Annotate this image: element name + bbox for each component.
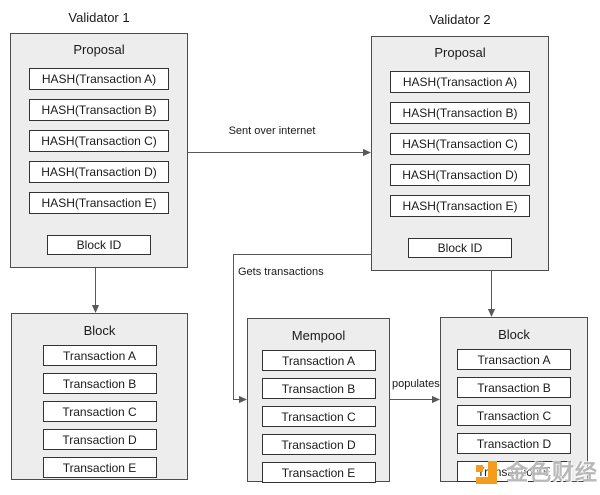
transaction-item: Transaction E: [42, 457, 157, 478]
transaction-item: Transaction C: [457, 405, 571, 426]
validator2-proposal-group: Proposal HASH(Transaction A) HASH(Transa…: [371, 36, 549, 271]
hash-list: HASH(Transaction A) HASH(Transaction B) …: [29, 68, 169, 214]
validator2-title: Validator 2: [429, 12, 491, 27]
transaction-item: Transaction A: [261, 350, 376, 371]
validator1-proposal-group: Proposal HASH(Transaction A) HASH(Transa…: [10, 33, 188, 268]
transaction-item: Transaction D: [261, 434, 376, 455]
transaction-list: Transaction A Transaction B Transaction …: [261, 350, 376, 483]
transaction-item: Transaction B: [42, 373, 157, 394]
mempool-group: Mempool Transaction A Transaction B Tran…: [247, 318, 390, 483]
mempool-heading: Mempool: [291, 328, 346, 343]
block-left-group: Block Transaction A Transaction B Transa…: [11, 313, 188, 480]
jinse-logo-icon: [476, 461, 497, 484]
arrowhead-right-icon: [363, 148, 371, 157]
block-id-item: Block ID: [408, 238, 512, 258]
arrowhead-down-icon: [91, 305, 100, 313]
hash-item: HASH(Transaction E): [29, 192, 169, 214]
watermark-text: 金色财经: [506, 460, 599, 485]
hash-item: HASH(Transaction D): [29, 161, 169, 183]
transaction-item: Transaction B: [261, 378, 376, 399]
hash-item: HASH(Transaction C): [29, 130, 169, 152]
block-heading: Block: [83, 323, 116, 338]
hash-item: HASH(Transaction C): [390, 133, 530, 155]
arrowhead-right-icon: [239, 395, 247, 404]
transaction-list: Transaction A Transaction B Transaction …: [457, 349, 571, 482]
validator1-title: Validator 1: [68, 10, 130, 25]
transaction-list: Transaction A Transaction B Transaction …: [42, 345, 157, 478]
arrowhead-down-icon: [487, 309, 496, 317]
hash-item: HASH(Transaction D): [390, 164, 530, 186]
block-id-item: Block ID: [47, 235, 151, 255]
block-right-group: Block Transaction A Transaction B Transa…: [440, 317, 588, 482]
hash-item: HASH(Transaction A): [390, 71, 530, 93]
transaction-item: Transaction D: [457, 433, 571, 454]
watermark: 金色财经: [476, 459, 598, 485]
transaction-item: Transaction A: [42, 345, 157, 366]
populates-label: populates: [392, 378, 440, 390]
block-heading: Block: [498, 327, 530, 342]
transaction-item: Transaction B: [457, 377, 571, 398]
sent-over-internet-label: Sent over internet: [228, 125, 316, 137]
arrowhead-right-icon: [432, 395, 440, 404]
transaction-item: Transaction E: [261, 462, 376, 483]
proposal-heading: Proposal: [434, 45, 486, 60]
transaction-item: Transaction C: [42, 401, 157, 422]
transaction-item: Transaction D: [42, 429, 157, 450]
transaction-item: Transaction C: [261, 406, 376, 427]
hash-item: HASH(Transaction B): [390, 102, 530, 124]
transaction-item: Transaction A: [457, 349, 571, 370]
hash-item: HASH(Transaction E): [390, 195, 530, 217]
hash-list: HASH(Transaction A) HASH(Transaction B) …: [390, 71, 530, 217]
hash-item: HASH(Transaction B): [29, 99, 169, 121]
proposal-heading: Proposal: [73, 42, 125, 57]
gets-transactions-label: Gets transactions: [238, 266, 324, 278]
hash-item: HASH(Transaction A): [29, 68, 169, 90]
